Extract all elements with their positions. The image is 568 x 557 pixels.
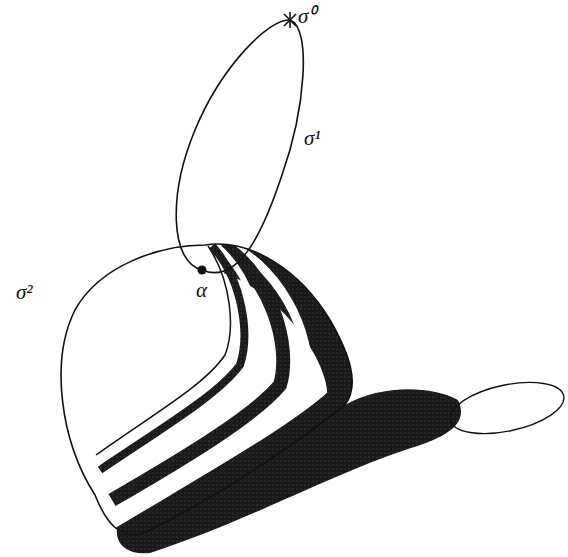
loop	[176, 20, 303, 273]
cell-label: σ⁰	[298, 6, 315, 27]
base-point	[198, 266, 207, 275]
vertex-star	[284, 12, 296, 28]
cell-label: α	[196, 280, 207, 301]
disc-outline	[61, 244, 352, 534]
shading-bands	[96, 240, 362, 557]
small-ellipse	[445, 373, 568, 442]
cell-label: σ²	[16, 282, 33, 303]
cell-label: σ¹	[304, 128, 321, 149]
